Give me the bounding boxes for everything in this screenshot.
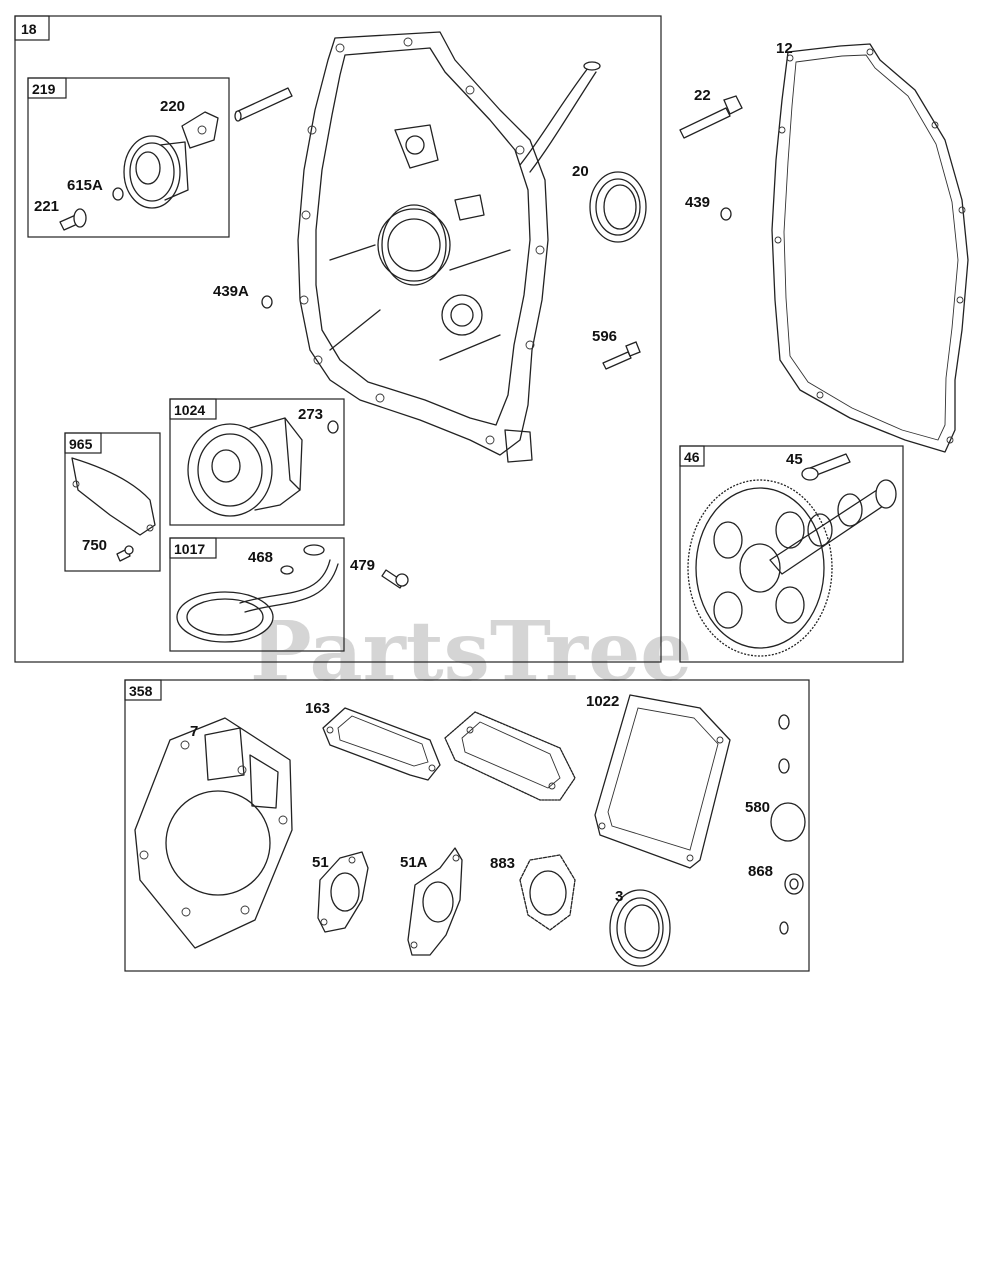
label-45: 45 (786, 451, 803, 468)
part-868-nut: 868 (748, 863, 804, 895)
group-46-tag: 46 (684, 449, 700, 465)
part-20-seal: 20 (572, 163, 647, 243)
watermark: PartsTree (250, 604, 692, 700)
part-580-oring: 580 (745, 799, 806, 842)
part-163-gasket: 163 (305, 700, 441, 781)
label-273: 273 (298, 406, 323, 423)
part-1022-gasket: 1022 (586, 693, 731, 869)
label-20: 20 (572, 163, 589, 180)
part-479-bolt: 479 (350, 557, 409, 589)
part-22-bolt: 22 (679, 87, 743, 139)
group-965-tag: 965 (69, 436, 93, 452)
part-51A-gasket: 51A (400, 847, 463, 956)
group-1024-box: 1024 273 (169, 398, 345, 526)
label-22: 22 (694, 87, 711, 104)
label-580: 580 (745, 799, 770, 816)
group-1017-tag: 1017 (174, 541, 205, 557)
small-rings-column (778, 714, 790, 935)
label-883: 883 (490, 855, 515, 872)
part-7-head-gasket: 7 (134, 717, 293, 949)
label-3: 3 (615, 888, 623, 905)
label-596: 596 (592, 328, 617, 345)
group-358-tag: 358 (129, 683, 153, 699)
label-12: 12 (776, 40, 793, 57)
label-468: 468 (248, 549, 273, 566)
group-358-box: 358 (124, 679, 810, 972)
label-163: 163 (305, 700, 330, 717)
label-1022: 1022 (586, 693, 619, 710)
pin-shaft (234, 87, 293, 122)
part-439A-oring: 439A (213, 283, 273, 309)
label-220: 220 (160, 98, 185, 115)
exhaust-gasket-unlabeled (444, 711, 576, 801)
label-615A: 615A (67, 177, 103, 194)
crankcase-cover (297, 31, 601, 463)
group-18-box: 18 (14, 15, 662, 663)
group-965-box: 965 750 (64, 432, 161, 572)
group-219-tag: 219 (32, 81, 56, 97)
group-1024-tag: 1024 (174, 402, 205, 418)
label-51: 51 (312, 854, 329, 871)
part-596-bolt: 596 (592, 328, 641, 370)
group-1017-box: 1017 468 (169, 537, 345, 652)
label-479: 479 (350, 557, 375, 574)
part-12-gasket: 12 (771, 40, 969, 453)
label-7: 7 (190, 723, 198, 740)
part-883-gasket: 883 (490, 854, 576, 931)
label-868: 868 (748, 863, 773, 880)
label-439A: 439A (213, 283, 249, 300)
group-219-box: 219 220 615A 221 (27, 77, 230, 238)
part-3-seal: 3 (609, 888, 671, 967)
label-51A: 51A (400, 854, 428, 871)
group-18-tag: 18 (21, 21, 37, 37)
part-51-gasket: 51 (312, 851, 369, 933)
label-750: 750 (82, 537, 107, 554)
label-221: 221 (34, 198, 59, 215)
group-46-box: 46 45 (679, 445, 904, 663)
part-439-oring: 439 (685, 194, 732, 221)
label-439: 439 (685, 194, 710, 211)
